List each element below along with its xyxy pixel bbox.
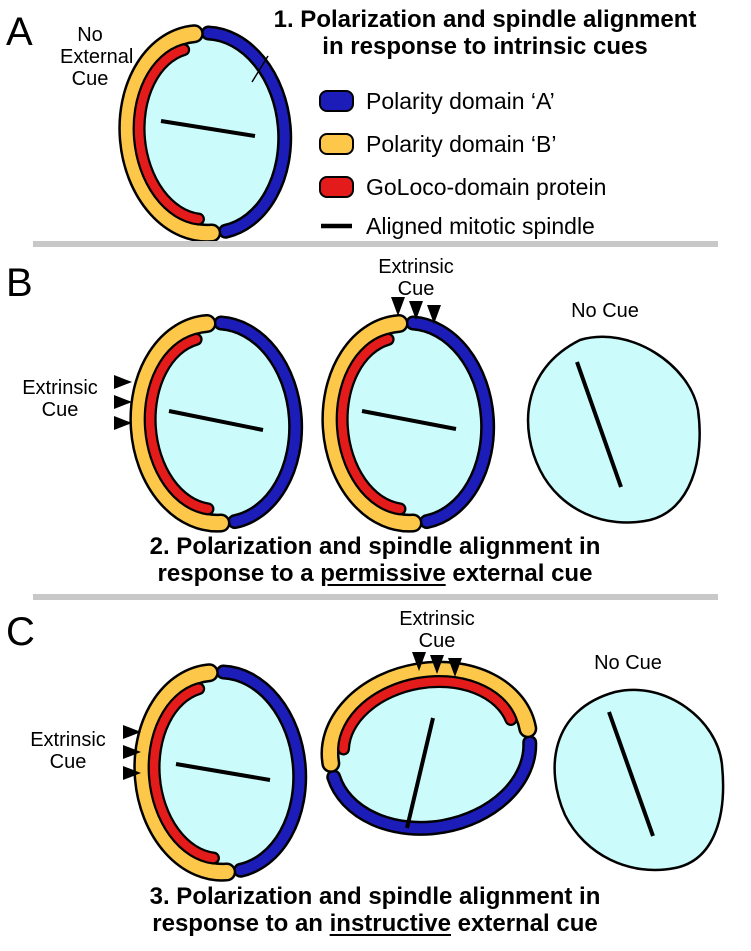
panel-b-cell-2 [324,318,494,528]
separator-top [33,241,718,247]
panel-c-caption-line1: 3. Polarization and spindle alignment in [149,883,601,910]
legend-swatch-yellow [319,133,354,155]
panel-letter-b: B [6,261,33,305]
panel-c-top-cue-line2: Cue [418,630,456,652]
panel-b-spindle-1 [168,409,264,432]
panel-a-leader-line [251,55,269,83]
panel-c-spindle-2 [405,717,435,829]
panel-b-caption-line2-post: external cue [445,560,593,587]
panel-letter-a: A [6,10,33,54]
legend-label-domain-a: Polarity domain ‘A’ [366,88,555,114]
panel-c-caption: 3. Polarization and spindle alignment in… [40,883,710,937]
panel-c-caption-line2: response to an instructive external cue [40,910,710,937]
panel-b-cell-1 [132,318,302,528]
panel-c-spindle-3 [607,711,655,837]
panel-b-top-cue-label: Extrinsic Cue [374,256,458,300]
panel-b-no-cue-label: No Cue [571,300,639,322]
legend-label-domain-b: Polarity domain ‘B’ [366,131,557,157]
panel-b-caption-line2-pre: response to a [157,560,321,587]
panel-a-spindle [160,119,256,138]
panel-a-side-label-line3: Cue [71,68,109,90]
panel-a-side-label-line1: No [77,24,103,46]
panel-b-caption: 2. Polarization and spindle alignment in… [40,533,710,587]
panel-b-spindle-2 [361,409,457,431]
panel-b-cell-3 [526,335,701,524]
separator-bottom [33,594,718,600]
panel-b-caption-emphasis: permissive [320,560,446,587]
panel-b-top-cue-line1: Extrinsic [378,256,454,278]
panel-c-left-cue-label: Extrinsic Cue [26,729,110,773]
panel-c-cell-2 [318,655,542,844]
panel-b-spindle-3 [575,361,623,488]
panel-b-caption-line1: 2. Polarization and spindle alignment in [149,533,601,560]
legend-label-goloco: GoLoco-domain protein [366,174,607,200]
legend-label-spindle: Aligned mitotic spindle [366,213,595,239]
legend-swatch-red [319,176,354,198]
legend-swatch-blue [319,90,354,112]
panel-b-left-cue-label: Extrinsic Cue [18,377,102,421]
panel-c-no-cue-label: No Cue [594,652,662,674]
panel-c-top-cue-label: Extrinsic Cue [395,608,479,652]
panel-b-left-cue-line2: Cue [41,399,79,421]
panel-b-top-arrows [391,297,441,324]
panel-b-left-arrows [114,375,132,430]
panel-c-left-cue-line2: Cue [49,751,87,773]
panel-c-caption-line2-post: external cue [451,910,598,937]
panel-letter-c: C [6,610,35,654]
panel-b-top-cue-line2: Cue [397,278,435,300]
panel-c-caption-emphasis: instructive [329,910,451,937]
panel-a-title: 1. Polarization and spindle alignment in… [225,6,745,60]
panel-c-top-arrows [412,652,462,677]
panel-b-left-cue-line1: Extrinsic [22,377,98,399]
panel-a-title-line1: 1. Polarization and spindle alignment [273,6,697,33]
panel-b-caption-line2: response to a permissive external cue [40,560,710,587]
panel-a-side-label: No External Cue [60,24,134,90]
panel-c-left-cue-line1: Extrinsic [30,729,106,751]
panel-c-cell-3 [553,688,725,872]
panel-c-caption-line2-pre: response to an [152,910,330,937]
panel-a-title-line2: in response to intrinsic cues [322,33,648,60]
panel-c-spindle-1 [175,762,271,782]
panel-c-top-cue-line1: Extrinsic [399,608,475,630]
panel-a-side-label-line2: External [60,46,134,68]
